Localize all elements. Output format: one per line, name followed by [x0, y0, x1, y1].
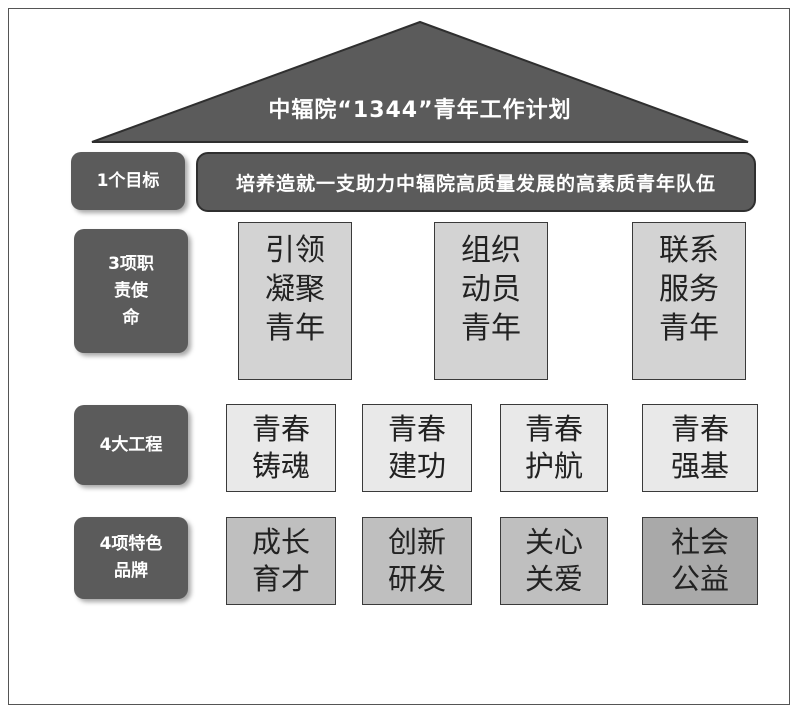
project-box-1: 青春 铸魂	[226, 404, 336, 492]
brand-box-1: 成长 育才	[226, 517, 336, 605]
projects-label: 4大工程	[74, 405, 188, 485]
goal-label: 1个目标	[71, 152, 185, 210]
roof-title: 中辐院“1344”青年工作计划	[268, 98, 572, 123]
duty-box-1: 引领 凝聚 青年	[238, 222, 352, 380]
project-box-3: 青春 护航	[500, 404, 608, 492]
brand-box-3: 关心 关爱	[500, 517, 608, 605]
brands-label: 4项特色 品牌	[74, 517, 188, 599]
brand-box-4: 社会 公益	[642, 517, 758, 605]
duties-label: 3项职 责使 命	[74, 229, 188, 353]
duty-box-3: 联系 服务 青年	[632, 222, 746, 380]
project-box-4: 青春 强基	[642, 404, 758, 492]
brand-box-2: 创新 研发	[362, 517, 472, 605]
duty-box-2: 组织 动员 青年	[434, 222, 548, 380]
project-box-2: 青春 建功	[362, 404, 472, 492]
goal-text: 培养造就一支助力中辐院高质量发展的高素质青年队伍	[196, 152, 756, 212]
